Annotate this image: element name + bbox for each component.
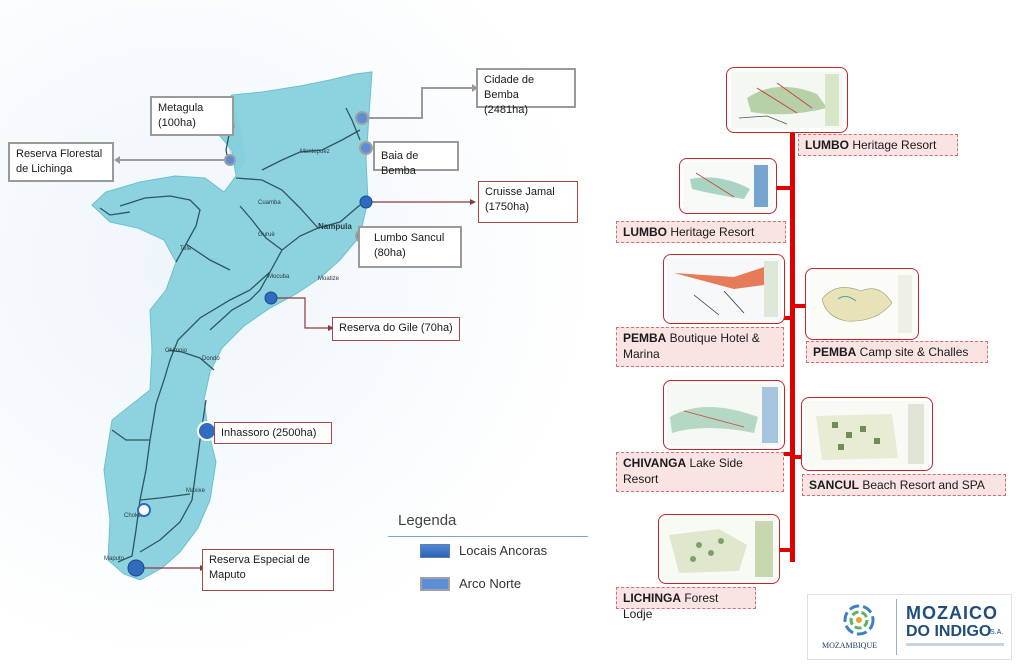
marker-chokwe bbox=[137, 503, 151, 517]
logo-suffix: S.A. bbox=[990, 629, 1004, 636]
legend-divider bbox=[388, 536, 588, 537]
label-lumbo-sancul: Lumbo Sancul (80ha) bbox=[358, 226, 462, 268]
legend-item-anchor: Locais Ancoras bbox=[459, 543, 548, 558]
resort-label-lumbo-1: LUMBO Heritage Resort bbox=[798, 134, 958, 156]
town-mocuba: Mocuba bbox=[268, 274, 290, 280]
town-dondo: Dondo bbox=[202, 356, 220, 362]
label-baia-bemba: Baia de Bemba bbox=[373, 141, 459, 177]
thumb-pemba-boutique bbox=[663, 254, 785, 324]
resort-label-chivanga: CHIVANGA Lake Side Resort bbox=[616, 452, 784, 492]
resort-label-pemba-boutique: PEMBA Boutique Hotel & Marina bbox=[616, 327, 784, 367]
town-montepuez: Montepuez bbox=[300, 149, 330, 155]
company-logo: MOZAMBIQUE MOZAICO DO INDIGO S.A. bbox=[807, 594, 1012, 660]
arrow-cruisse bbox=[470, 199, 476, 205]
resort-label-pemba-camp: PEMBA Camp site & Challes bbox=[806, 341, 988, 363]
marker-gile bbox=[264, 291, 278, 305]
mozambique-landmass bbox=[91, 71, 373, 581]
timeline-spine bbox=[790, 130, 795, 562]
label-cruisse-jamal: Cruisse Jamal (1750ha) bbox=[478, 181, 578, 223]
town-cuamba: Cuamba bbox=[258, 200, 281, 206]
mozambique-map: Montepuez Nampula Cuamba Guruè Mocuba Mo… bbox=[91, 71, 478, 581]
town-tete: Tete bbox=[180, 246, 192, 252]
logo-name-line1: MOZAICO bbox=[906, 603, 998, 623]
logo-country: MOZAMBIQUE bbox=[822, 641, 878, 650]
label-inhassoro: Inhassoro (2500ha) bbox=[214, 422, 332, 444]
logo-divider bbox=[896, 599, 897, 655]
town-nampula: Nampula bbox=[318, 222, 352, 231]
marker-cruisse-jamal bbox=[359, 195, 373, 209]
town-maputo: Maputo bbox=[104, 556, 125, 562]
thumb-chivanga bbox=[663, 380, 785, 450]
marker-lichinga bbox=[224, 154, 236, 166]
callout-line-gile bbox=[272, 297, 328, 329]
marker-maputo bbox=[127, 559, 145, 577]
marker-baia-bemba bbox=[359, 141, 373, 155]
legend-item-arco-norte: Arco Norte bbox=[459, 576, 522, 591]
timeline-tick-5 bbox=[793, 455, 805, 459]
callout-line-cidade-bemba bbox=[362, 87, 472, 119]
arrow-cidade-bemba bbox=[472, 84, 478, 92]
town-chokwe: Chokwe bbox=[124, 513, 146, 519]
town-chimoio: Chimoio bbox=[165, 348, 188, 354]
logo-name-line2: DO INDIGO bbox=[906, 623, 992, 640]
label-cidade-bemba: Cidade de Bemba (2481ha) bbox=[476, 68, 576, 116]
resort-label-lichinga: LICHINGA Forest Lodje bbox=[616, 587, 756, 621]
legend-symbol-arco-norte bbox=[420, 577, 450, 591]
thumb-lumbo-2 bbox=[679, 158, 777, 214]
label-reserva-lichinga: Reserva Florestal de Lichinga bbox=[8, 142, 114, 182]
road-network bbox=[99, 107, 361, 563]
swirl-logo-icon bbox=[843, 604, 875, 636]
marker-cidade-bemba bbox=[355, 111, 369, 125]
timeline-tick-3 bbox=[793, 304, 805, 308]
thumb-lumbo-1 bbox=[726, 67, 848, 133]
arrow-gile bbox=[328, 325, 334, 331]
label-reserva-maputo: Reserva Especial de Maputo bbox=[202, 549, 334, 591]
thumb-pemba-camp bbox=[805, 268, 919, 340]
legend-symbol-anchor bbox=[420, 544, 450, 558]
thumb-sancul bbox=[801, 397, 933, 471]
resort-label-sancul: SANCUL Beach Resort and SPA bbox=[802, 474, 1006, 496]
resort-label-lumbo-2: LUMBO Heritage Resort bbox=[616, 221, 786, 243]
town-maxixe: Maxixe bbox=[186, 488, 206, 494]
timeline-tick-1 bbox=[770, 186, 795, 190]
town-moatize: Moatize bbox=[318, 276, 340, 282]
town-gurue: Guruè bbox=[258, 232, 275, 238]
thumb-lichinga bbox=[658, 514, 780, 584]
label-reserva-gile: Reserva do Gile (70ha) bbox=[332, 317, 460, 341]
arrow-lichinga bbox=[114, 156, 120, 164]
timeline-tick-6 bbox=[770, 548, 795, 552]
label-metagula: Metagula (100ha) bbox=[150, 96, 234, 136]
logo-tagline-bar bbox=[906, 643, 1004, 646]
legend-title: Legenda bbox=[398, 512, 457, 529]
